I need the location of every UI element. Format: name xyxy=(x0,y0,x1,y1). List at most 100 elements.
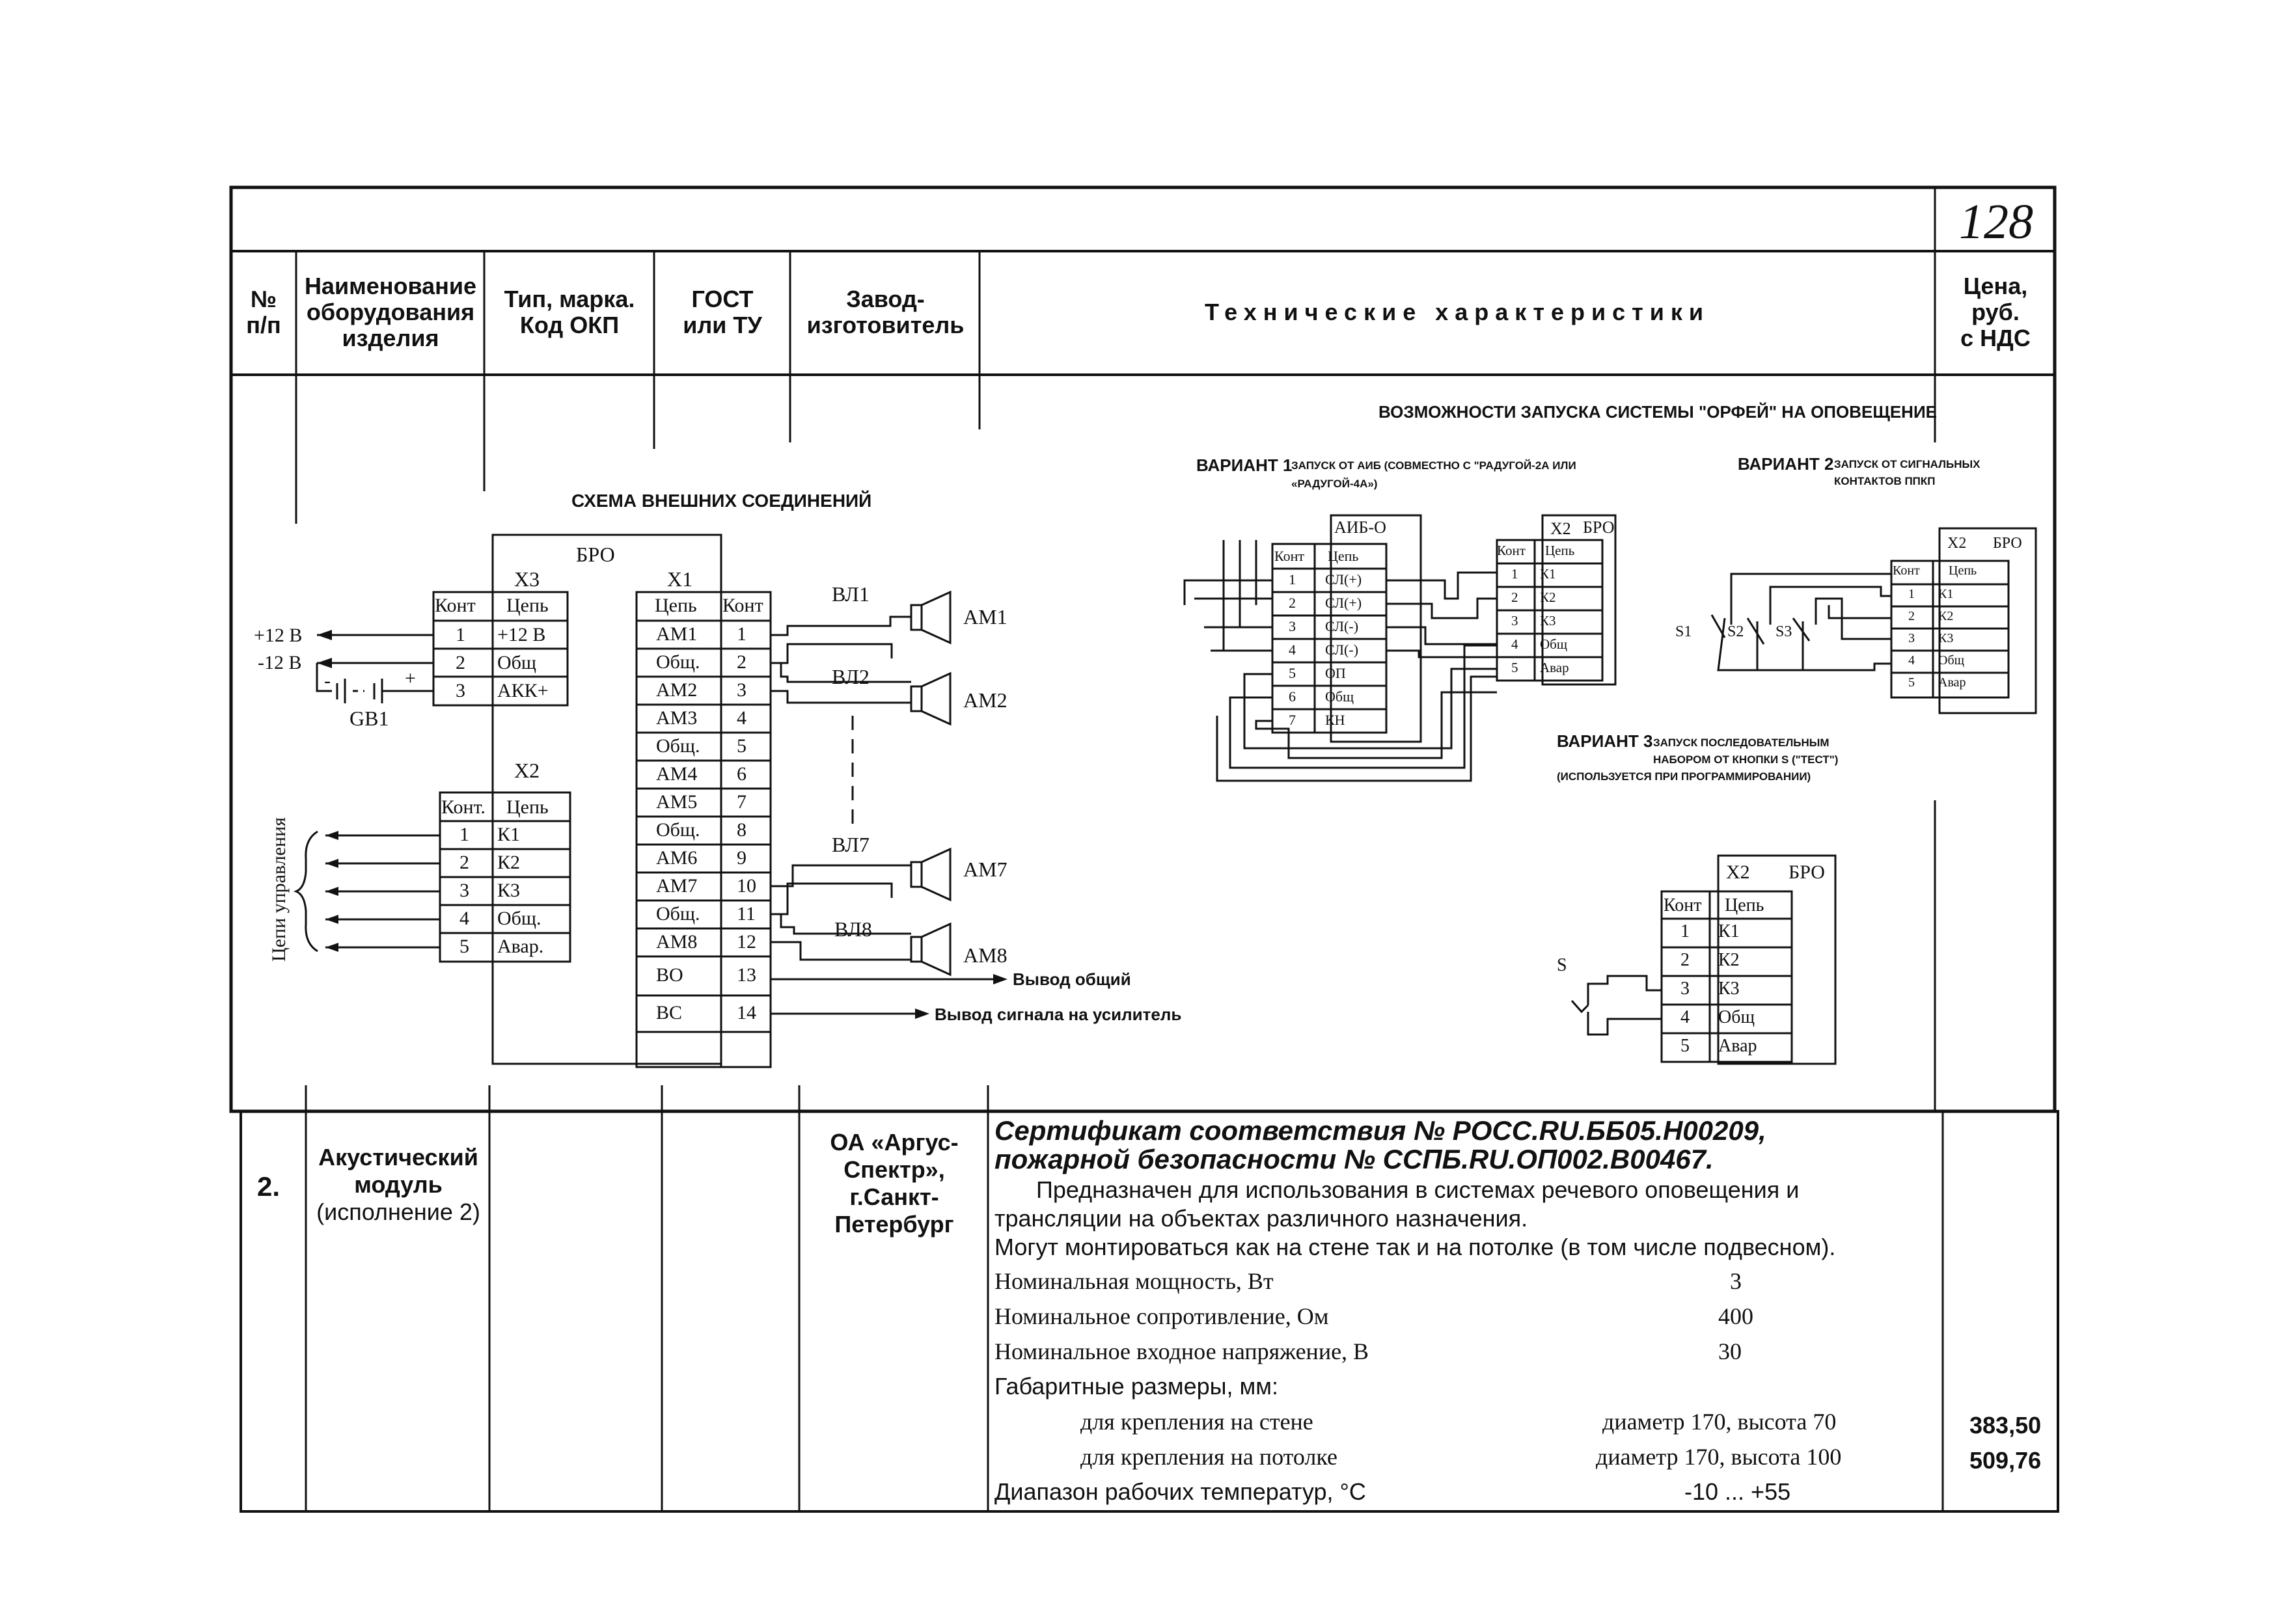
vl8-label: ВЛ8 xyxy=(834,917,872,941)
x1-row-circuit: АМ3 xyxy=(656,707,698,729)
v3-desc3: (ИСПОЛЬЗУЕТСЯ ПРИ ПРОГРАММИРОВАНИИ) xyxy=(1557,770,1811,783)
x1-row-circuit: АМ2 xyxy=(656,679,698,701)
x1-row-circuit: ВО xyxy=(656,964,683,986)
aib-row-num: 5 xyxy=(1289,665,1296,681)
x1-row-num: 11 xyxy=(737,903,756,925)
header-name-text: Наименование оборудования изделия xyxy=(304,273,477,351)
aib-row-num: 4 xyxy=(1289,642,1296,658)
v1-row-num: 5 xyxy=(1511,660,1518,675)
x1-row-circuit: АМ6 xyxy=(656,847,698,869)
aib-row-num: 2 xyxy=(1289,595,1296,611)
header-num-text: № п/п xyxy=(246,286,281,338)
v3-kont-header: Конт xyxy=(1664,895,1702,915)
am1-label: АМ1 xyxy=(963,605,1007,629)
x1-row-circuit: Общ. xyxy=(656,903,700,925)
vl1-label: ВЛ1 xyxy=(832,582,870,606)
bro-label: БРО xyxy=(576,543,615,566)
v3-row-circuit: К3 xyxy=(1718,979,1740,999)
v3-row-circuit: К1 xyxy=(1718,921,1740,941)
plus12-label: +12 В xyxy=(254,625,303,646)
out-common-label: Вывод общий xyxy=(1013,969,1131,989)
header-num: № п/п xyxy=(234,286,293,338)
s1-label: S1 xyxy=(1675,623,1692,640)
x1-row-num: 8 xyxy=(737,819,747,841)
x2-cep-header: Цепь xyxy=(506,796,549,818)
v1-row-circuit: К2 xyxy=(1540,589,1556,605)
aib-row-circuit: СЛ(-) xyxy=(1325,618,1359,634)
v2-row-circuit: Общ xyxy=(1938,653,1965,668)
vl2-label: ВЛ2 xyxy=(832,665,870,688)
header-tech: Технические характеристики xyxy=(981,299,1933,325)
x2-row-circuit: К3 xyxy=(497,880,521,901)
row2-maker: ОА «Аргус- Спектр», г.Санкт- Петербург xyxy=(830,1129,959,1238)
v2-row-num: 5 xyxy=(1908,675,1915,690)
x1-row-num: 9 xyxy=(737,847,747,869)
x1-label: X1 xyxy=(667,567,693,591)
header-price: Цена, руб. с НДС xyxy=(1937,273,2054,351)
spec-label: Номинальная мощность, Вт xyxy=(994,1268,1274,1294)
v2-title: ВАРИАНТ 2 xyxy=(1738,454,1834,474)
x2-row-num: 3 xyxy=(459,880,469,901)
v1-row-circuit: Общ xyxy=(1540,636,1568,652)
x1-cep-header: Цепь xyxy=(655,595,697,616)
x1-row-circuit: АМ1 xyxy=(656,623,698,645)
x1-row-num: 6 xyxy=(737,763,747,785)
v1-bro-label: БРО xyxy=(1583,518,1615,537)
header-price-text: Цена, руб. с НДС xyxy=(1960,273,2031,351)
v3-title: ВАРИАНТ 3 xyxy=(1557,731,1653,751)
dims-label: Габаритные размеры, мм: xyxy=(994,1373,1279,1400)
dim-value: диаметр 170, высота 70 xyxy=(1602,1409,1837,1435)
v3-row-num: 3 xyxy=(1680,979,1690,999)
desc-line-1: Предназначен для использования в система… xyxy=(1036,1176,1800,1203)
v3-row-num: 1 xyxy=(1680,921,1690,941)
x1-row-circuit: АМ5 xyxy=(656,791,698,813)
aib-row-circuit: СЛ(-) xyxy=(1325,642,1359,658)
v2-kont-header: Конт xyxy=(1893,563,1920,578)
x3-row-num: 1 xyxy=(456,624,465,645)
row2-name-normal: (исполнение 2) xyxy=(316,1198,480,1225)
row2-name: Акустический модуль (исполнение 2) xyxy=(308,1144,488,1226)
dim-value: диаметр 170, высота 100 xyxy=(1596,1444,1842,1470)
s-label: S xyxy=(1557,955,1567,975)
x3-cep-header: Цепь xyxy=(506,595,549,616)
x1-row-circuit: Общ. xyxy=(656,735,700,757)
dim-label: для крепления на потолке xyxy=(1080,1444,1337,1470)
cert-line-1: Сертификат соответствия № РОСС.RU.ББ05.Н… xyxy=(994,1115,1766,1146)
desc-line-2: трансляции на объектах различного назнач… xyxy=(994,1205,1528,1232)
aib-row-circuit: СЛ(+) xyxy=(1325,571,1362,588)
v2-bro-label: БРО xyxy=(1993,535,2022,552)
v1-title: ВАРИАНТ 1 xyxy=(1196,455,1293,475)
v2-row-circuit: К1 xyxy=(1938,587,1954,601)
header-maker-text: Завод- изготовитель xyxy=(806,286,965,338)
minus12-label: -12 В xyxy=(258,652,302,673)
aib-row-num: 7 xyxy=(1289,712,1296,728)
v1-desc1: ЗАПУСК ОТ АИБ (СОВМЕСТНО С "РАДУГОЙ-2А И… xyxy=(1291,459,1576,472)
v3-row-circuit: К2 xyxy=(1718,950,1740,970)
x1-row-circuit: Общ. xyxy=(656,819,700,841)
x1-row-circuit: Общ. xyxy=(656,651,700,673)
spec-value: 3 xyxy=(1730,1268,1742,1294)
aib-row-circuit: СЛ(+) xyxy=(1325,595,1362,611)
x1-row-num: 4 xyxy=(737,707,747,729)
x1-row-num: 14 xyxy=(737,1002,756,1023)
aib-kont-header: Конт xyxy=(1274,548,1304,564)
v3-row-num: 5 xyxy=(1680,1036,1690,1056)
price-value: 509,76 xyxy=(1969,1447,2042,1474)
x2-kont-header: Конт. xyxy=(441,796,486,818)
x2-row-num: 2 xyxy=(459,852,469,873)
x1-row-num: 7 xyxy=(737,791,747,813)
x2-row-circuit: Авар. xyxy=(497,936,544,957)
x2-row-num: 5 xyxy=(459,936,469,957)
price-value: 383,50 xyxy=(1969,1412,2042,1439)
x2-row-circuit: К1 xyxy=(497,824,521,845)
header-type: Тип, марка. Код ОКП xyxy=(487,286,652,338)
v2-cep-header: Цепь xyxy=(1949,563,1977,578)
am7-label: АМ7 xyxy=(963,858,1007,881)
page-number: 128 xyxy=(1959,195,2033,249)
header-gost: ГОСТ или ТУ xyxy=(656,286,789,338)
x3-row-num: 3 xyxy=(456,680,465,701)
v3-row-num: 2 xyxy=(1680,950,1690,970)
temp-value: -10 ... +55 xyxy=(1684,1478,1791,1505)
v1-row-circuit: Авар xyxy=(1540,660,1569,675)
